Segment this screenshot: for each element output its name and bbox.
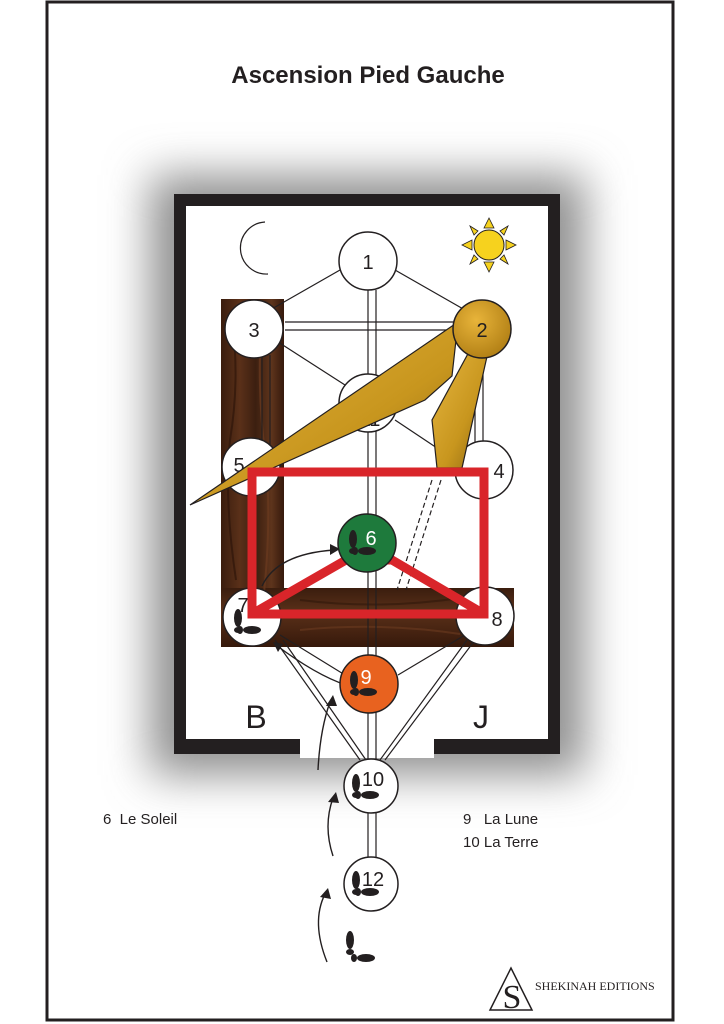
node-5-label: 5 <box>233 455 244 477</box>
node-6-label: 6 <box>365 528 376 550</box>
node-8-label: 8 <box>491 609 502 631</box>
node-7-label: 7 <box>237 595 248 617</box>
moon-icon <box>239 221 269 275</box>
sun-icon <box>461 217 517 273</box>
ascension-arrows <box>261 544 347 963</box>
page-title: Ascension Pied Gauche <box>231 62 504 89</box>
publisher-logo-letter: S <box>503 979 522 1016</box>
node-1-label: 1 <box>362 252 373 274</box>
column-right-label: J <box>473 699 489 735</box>
publisher-logo: S <box>488 966 534 1016</box>
node-3-label: 3 <box>248 320 259 342</box>
node-9-label: 9 <box>360 667 371 689</box>
node-12-label: 12 <box>362 869 384 891</box>
node-10: 10 <box>343 758 399 814</box>
publisher-name: SHEKINAH EDITIONS <box>535 979 655 993</box>
node-2: 2 <box>452 299 512 359</box>
legend-terre: 10 La Terre <box>463 834 539 851</box>
node-2-label: 2 <box>476 320 487 342</box>
node-10-label: 10 <box>362 769 384 791</box>
node-6: 6 <box>337 513 397 573</box>
node-12: 12 <box>343 856 399 912</box>
legend-soleil: 6 Le Soleil <box>103 811 177 828</box>
legend-lune: 9 La Lune <box>463 811 538 828</box>
node-3: 3 <box>224 299 284 359</box>
node-4-label: 4 <box>493 461 504 483</box>
node-9: 9 <box>339 654 399 714</box>
column-left-label: B <box>245 699 266 735</box>
node-1: 1 <box>338 231 398 291</box>
